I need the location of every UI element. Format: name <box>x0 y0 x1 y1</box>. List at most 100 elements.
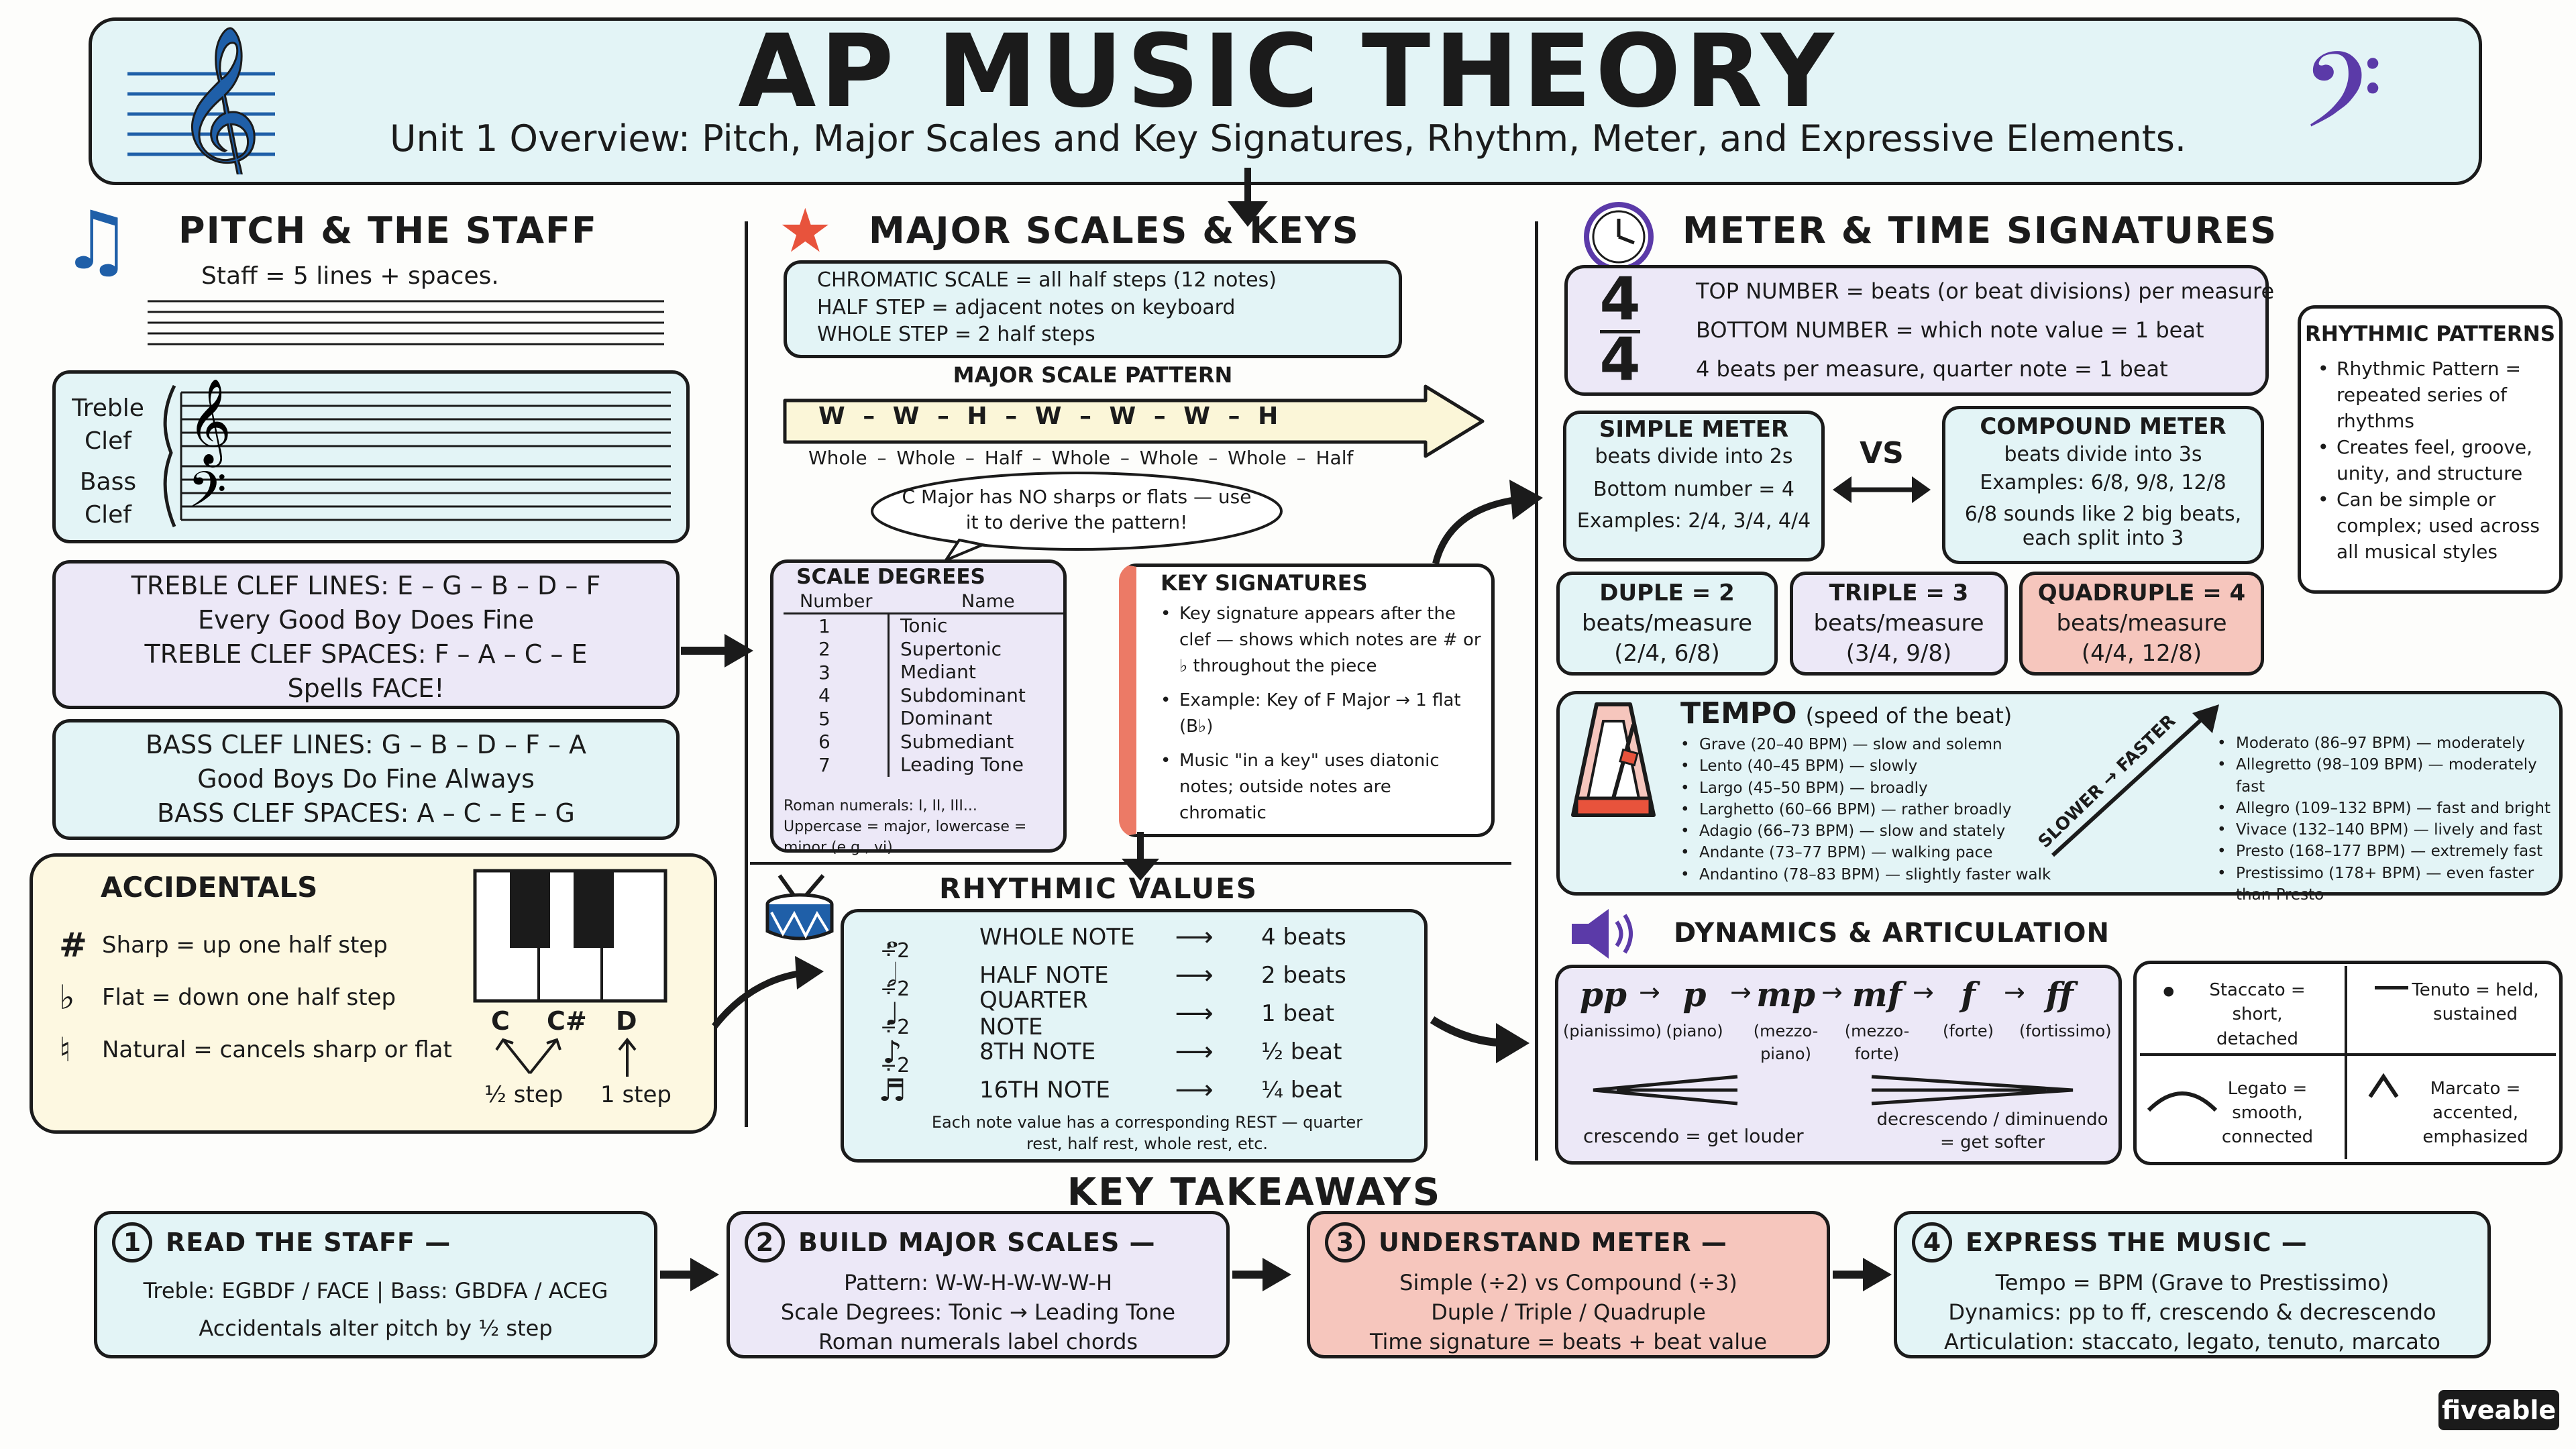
whole-step-label: 1 step <box>600 1081 672 1108</box>
dynamics-marks: pp(pianissimo)→p(piano)→mp(mezzo-piano)→… <box>1563 969 2120 1063</box>
roman-note-1: Roman numerals: I, II, III... <box>784 798 977 814</box>
note-value: 4 beats <box>1261 923 1346 951</box>
duple-line-3: (2/4, 6/8) <box>1614 640 1720 667</box>
treble-clef-label: Treble Clef <box>72 394 144 455</box>
note-symbol-icon: ♩ <box>885 995 900 1032</box>
tempo-fast-item: Allegretto (98–109 BPM) — moderately fas… <box>2217 754 2563 798</box>
takeaway-line: Tempo = BPM (Grave to Prestissimo) <box>1995 1270 2390 1295</box>
tempo-fast-item: Vivace (132–140 BPM) — lively and fast <box>2217 819 2563 841</box>
column-divider-right <box>1535 221 1538 1161</box>
step-arrows <box>495 1037 637 1077</box>
note-symbol-icon: 𝅝 <box>885 918 899 955</box>
degree-number: 5 <box>818 707 830 730</box>
divide-by-two: ÷2 <box>880 977 910 1001</box>
rhythm-row: 𝅗𝅥HALF NOTE⟶2 beats <box>872 956 1422 994</box>
scale-degrees-box <box>770 559 1067 853</box>
degree-name: Supertonic <box>888 637 1002 661</box>
note-name: HALF NOTE <box>979 961 1109 989</box>
note-symbol-icon: ♪ <box>882 1033 902 1070</box>
roman-note: Roman numerals: I, II, III... Uppercase … <box>784 796 1059 858</box>
rhythm-row: 𝅝WHOLE NOTE⟶4 beats <box>872 918 1422 956</box>
simple-line-3: Examples: 2/4, 3/4, 4/4 <box>1576 509 1811 533</box>
tempo-fast-item: Moderato (86–97 BPM) — moderately <box>2217 733 2563 755</box>
triple-box <box>1790 572 2008 676</box>
pattern-letters: W – W – H – W – W – W – H <box>818 402 1279 430</box>
degree-name: Leading Tone <box>888 753 1024 777</box>
staccato-label: Staccato = short, detached <box>2209 980 2306 1049</box>
scales-to-meter-arrow <box>1432 480 1543 565</box>
pattern-title: MAJOR SCALE PATTERN <box>953 362 1233 388</box>
bass-clef-box <box>52 719 680 840</box>
takeaway-title: EXPRESS THE MUSIC — <box>1966 1228 2308 1257</box>
dynamic-name: (forte) <box>1943 1022 1994 1040</box>
rhythm-rows: 𝅝WHOLE NOTE⟶4 beats÷2𝅗𝅥HALF NOTE⟶2 beats… <box>872 918 1422 1109</box>
duple-text: DUPLE = 2 beats/measure (2/4, 6/8) <box>1556 578 1778 669</box>
scales-heading: MAJOR SCALES & KEYS <box>869 209 1360 252</box>
takeaway-line: Duple / Triple / Quadruple <box>1431 1299 1706 1325</box>
treble-clef-icon: 𝄞 <box>121 23 282 205</box>
takeaway-line: Simple (÷2) vs Compound (÷3) <box>1399 1270 1737 1295</box>
keysig-bullet-2: Example: Key of F Major → 1 flat (B♭) <box>1161 688 1483 740</box>
note-symbol-icon: 𝅗𝅥 <box>887 956 898 993</box>
accidentals-to-rhythm-arrow <box>712 956 824 1029</box>
dynamic-arrow-icon: → <box>1913 977 1934 1007</box>
articulation-box <box>2133 961 2563 1165</box>
chromatic-def: CHROMATIC SCALE = all half steps (12 not… <box>817 268 1277 292</box>
takeaway-number-badge: 2 <box>745 1222 785 1263</box>
takeaway-arrow-icon <box>1833 1254 1892 1295</box>
page-subtitle: Unit 1 Overview: Pitch, Major Scales and… <box>389 117 2187 160</box>
note-name: 16TH NOTE <box>979 1076 1110 1104</box>
dynamic-name: (fortissimo) <box>2019 1022 2112 1040</box>
pattern-arrow <box>782 384 1486 459</box>
note-value: 1 beat <box>1261 1000 1335 1027</box>
treble-lines-mnemonic: Every Good Boy Does Fine <box>198 605 534 635</box>
tempo-slow-item: Largo (45–50 BPM) — broadly <box>1680 777 2096 800</box>
articulation-divider-v <box>2345 966 2347 1159</box>
rhythm-row: ♬16TH NOTE⟶¼ beat <box>872 1071 1422 1109</box>
speaker-icon <box>1568 907 1642 961</box>
accidentals-list: #Sharp = up one half step ♭Flat = down o… <box>59 919 462 1076</box>
takeaway-line: Pattern: W-W-H-W-W-W-H <box>843 1270 1112 1295</box>
degree-name: Submediant <box>888 730 1014 753</box>
dynamic-arrow-icon: → <box>1639 977 1660 1007</box>
dynamics-box <box>1555 965 2122 1165</box>
takeaway-number-badge: 1 <box>112 1222 152 1263</box>
takeaway-body: Treble: EGBDF / FACE | Bass: GBDFA / ACE… <box>97 1272 654 1347</box>
note-name: 8TH NOTE <box>979 1038 1096 1065</box>
tempo-fast-list: Moderato (86–97 BPM) — moderatelyAllegre… <box>2217 733 2563 906</box>
drum-icon <box>759 872 840 946</box>
half-step-def: HALF STEP = adjacent notes on keyboard <box>817 295 1236 319</box>
legato-slur-icon <box>2147 1091 2218 1112</box>
note-value: 2 beats <box>1261 961 1346 989</box>
music-note-icon: ♫ <box>60 195 133 288</box>
bass-clef-icon: 𝄢 <box>2294 27 2428 178</box>
takeaways-heading: KEY TAKEAWAYS <box>1067 1171 1442 1214</box>
keysig-bullet-1: Key signature appears after the clef — s… <box>1161 601 1483 680</box>
tempo-slow-item: Grave (20–40 BPM) — slow and solemn <box>1680 734 2096 756</box>
dynamic-symbol: ff <box>2045 975 2074 1014</box>
natural-icon: ♮ <box>59 1030 71 1069</box>
duple-box <box>1556 572 1778 676</box>
vs-label: VS <box>1860 436 1904 470</box>
degree-name: Dominant <box>888 707 992 731</box>
piano-keys-icon <box>473 869 667 1003</box>
rhythm-to-dynamics-arrow <box>1430 1016 1529 1063</box>
dynamic-arrow-icon: → <box>1821 977 1843 1007</box>
duple-line-2: beats/measure <box>1581 610 1753 637</box>
page-title: AP MUSIC THEORY <box>738 13 1838 130</box>
svg-text:𝄞: 𝄞 <box>174 27 262 174</box>
quadruple-line-3: (4/4, 12/8) <box>2081 640 2202 667</box>
compound-line-1: beats divide into 3s <box>2004 443 2202 466</box>
bass-lines: BASS CLEF LINES: G – B – D – F – A <box>145 730 587 759</box>
takeaway-arrow-icon <box>660 1254 719 1295</box>
half-step-label: ½ step <box>484 1081 564 1108</box>
time-signature-box <box>1564 265 2269 396</box>
